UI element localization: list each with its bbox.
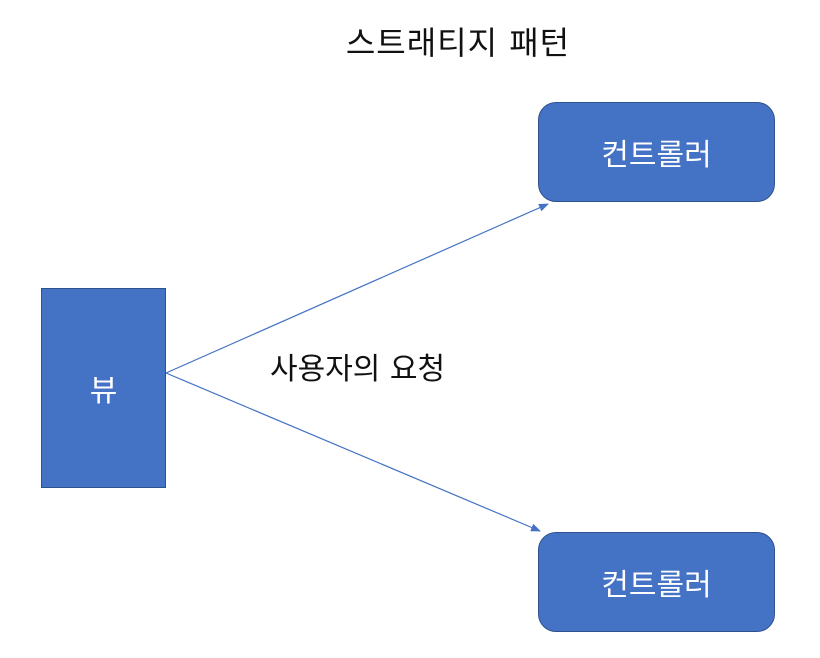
diagram-title: 스트래티지 패턴 — [345, 24, 571, 62]
controller-node-top-label: 컨트롤러 — [601, 138, 712, 173]
controller-node-top: 컨트롤러 — [538, 102, 775, 202]
view-node-label: 뷰 — [89, 374, 118, 409]
view-node: 뷰 — [41, 288, 166, 488]
controller-node-bottom-label: 컨트롤러 — [601, 568, 712, 603]
controller-node-bottom: 컨트롤러 — [538, 532, 775, 632]
arrow-to-controller-bottom — [165, 372, 541, 532]
edge-label-user-request: 사용자의 요청 — [270, 352, 446, 387]
arrow-to-controller-top — [165, 203, 549, 374]
